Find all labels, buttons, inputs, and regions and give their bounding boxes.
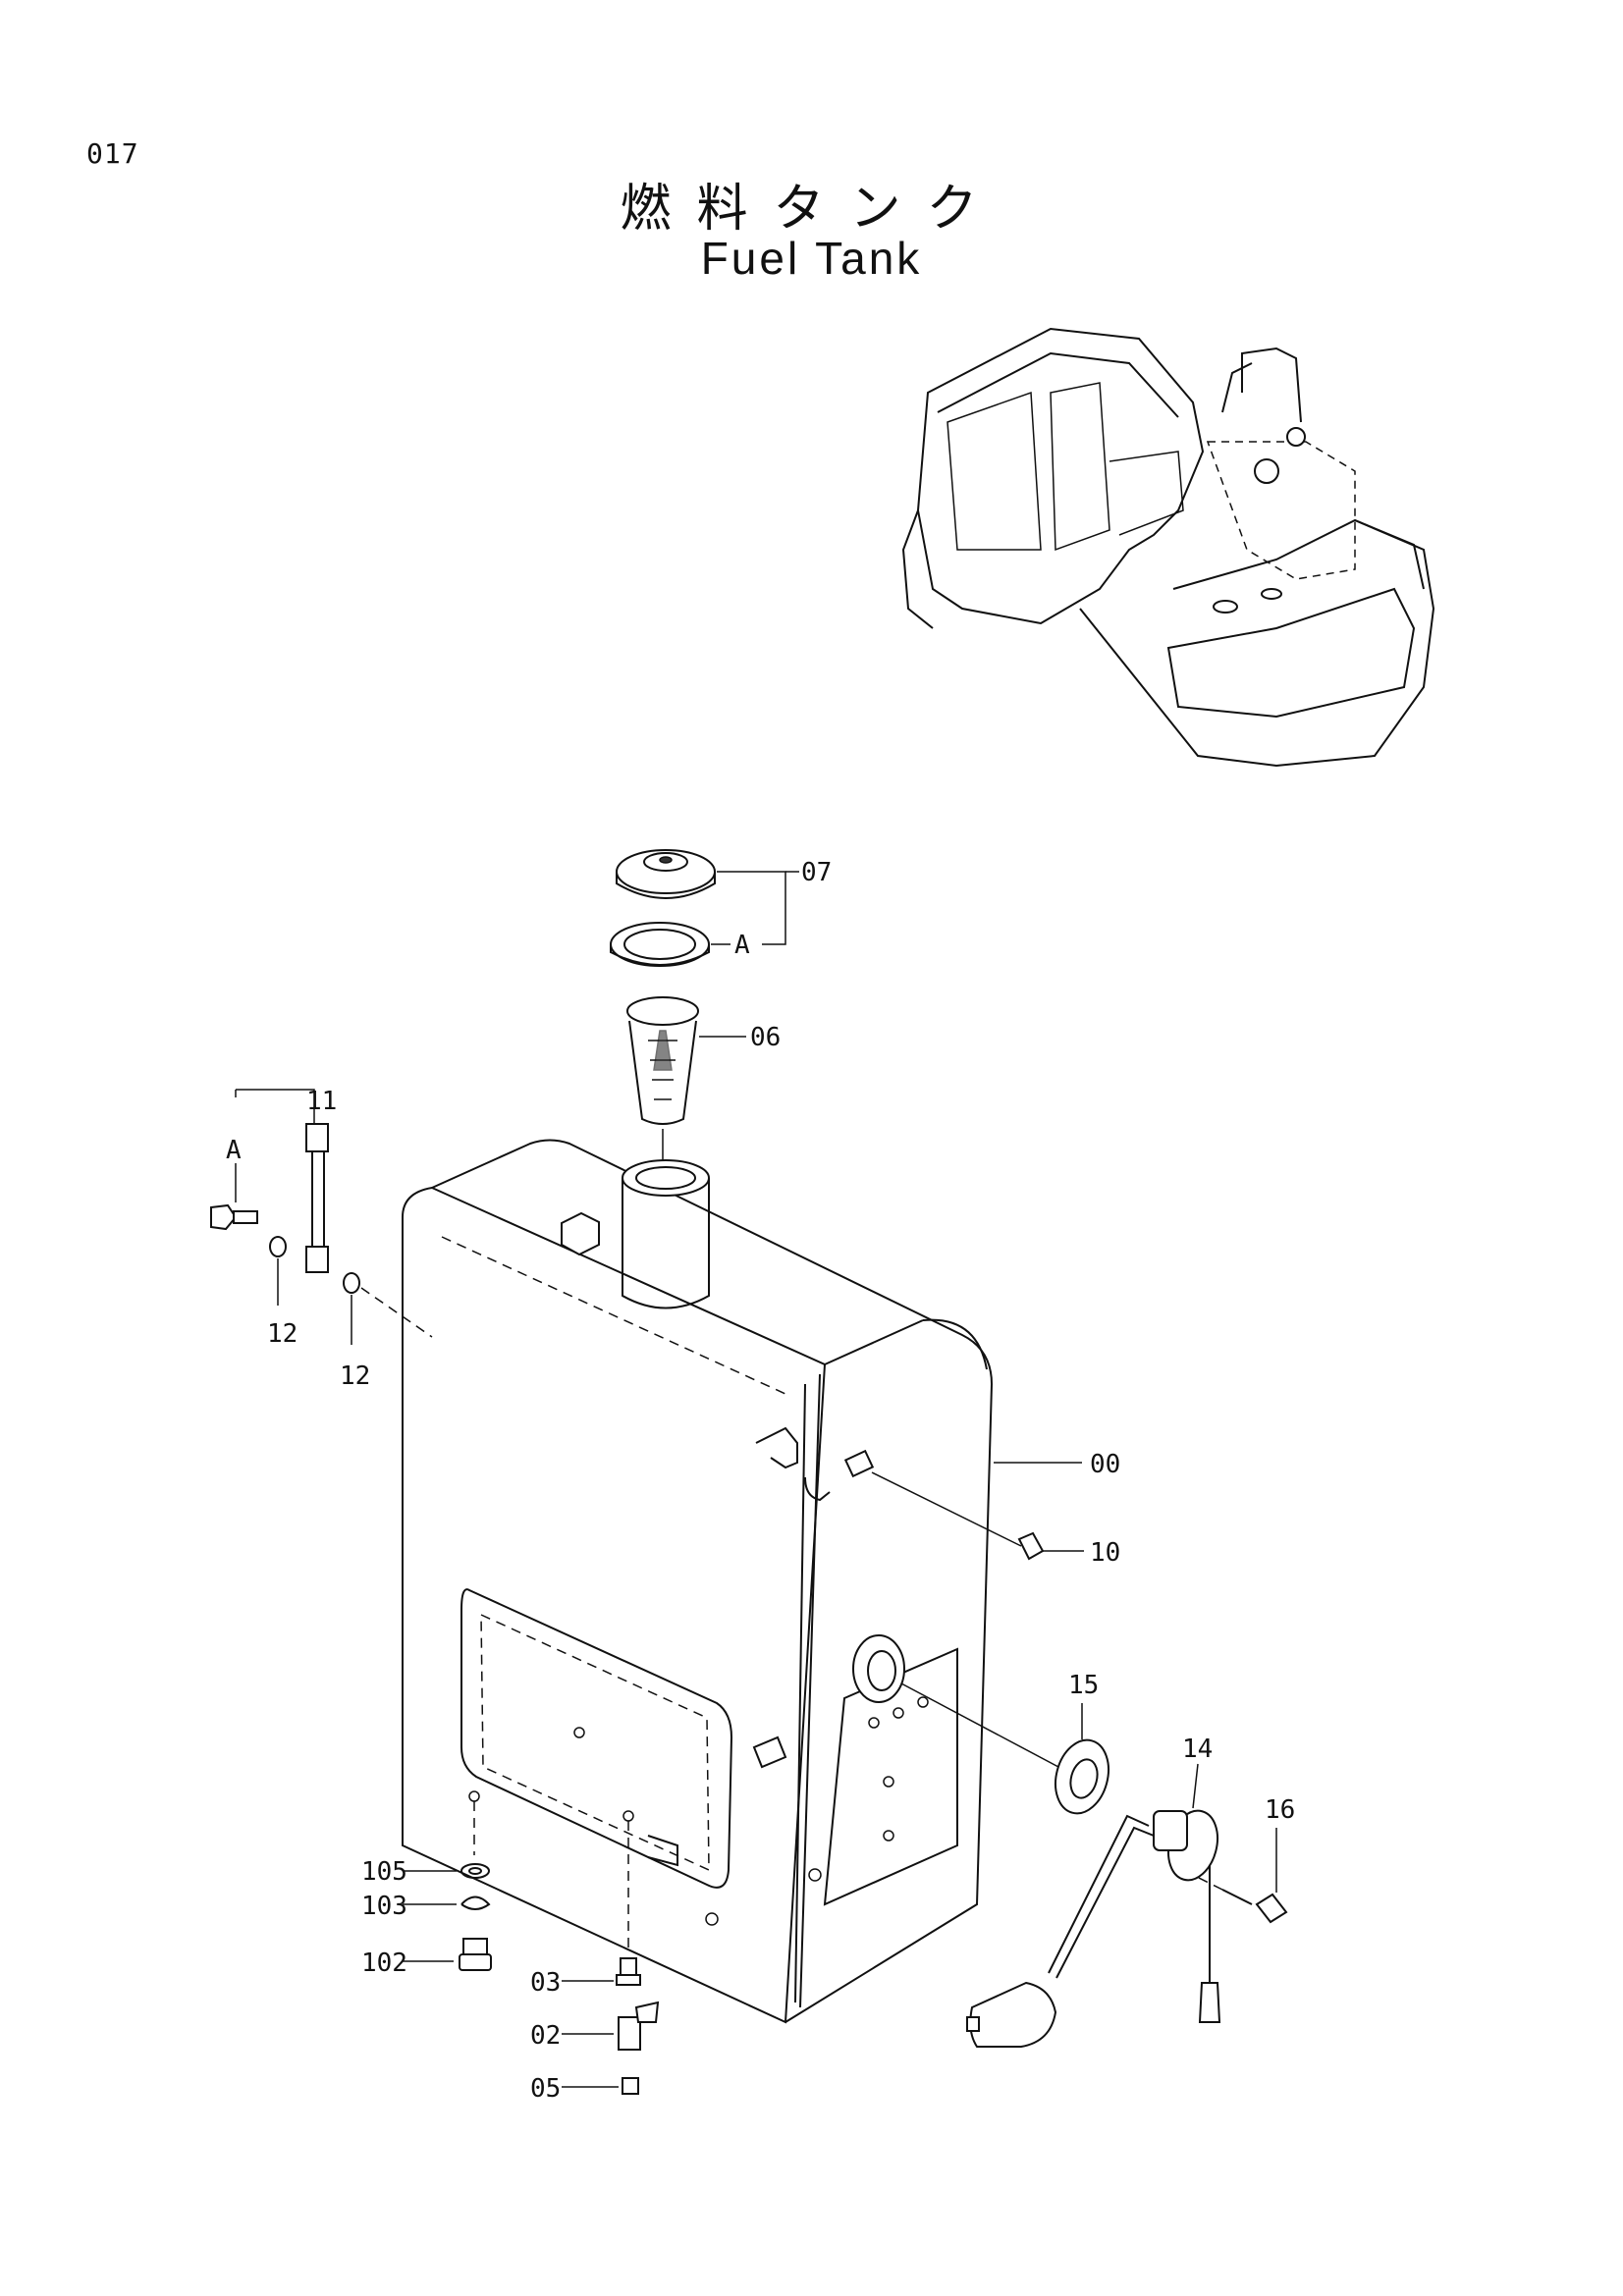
callout-00: 00 [1090, 1450, 1120, 1479]
callout-102: 102 [361, 1949, 407, 1978]
fuel-sender-14 [966, 1763, 1221, 2048]
callout-12a: 12 [267, 1319, 298, 1349]
bolt-16 [1192, 1828, 1288, 1924]
cap-gasket [610, 922, 710, 967]
fuel-tank-body [402, 1139, 1082, 2024]
title-english: Fuel Tank [700, 233, 923, 284]
title-japanese: 燃料タンク [620, 180, 1003, 239]
fuel-strainer [626, 996, 746, 1163]
callout-a-gauge: A [226, 1136, 242, 1165]
callout-11: 11 [306, 1087, 337, 1116]
callout-07: 07 [801, 858, 832, 887]
callout-105: 105 [361, 1857, 407, 1887]
callout-12b: 12 [340, 1362, 370, 1391]
fuel-cap [616, 849, 716, 899]
page-number: 017 [86, 137, 139, 170]
callout-labels: 07 A 06 11 A 12 12 00 10 15 14 16 105 10… [226, 858, 1295, 2104]
callout-a-cap: A [734, 931, 750, 960]
callout-05: 05 [530, 2074, 561, 2104]
excavator-overview [901, 327, 1435, 768]
callout-02: 02 [530, 2021, 561, 2051]
cap-leaders [711, 871, 799, 945]
level-gauge [210, 1089, 433, 1345]
callout-03: 03 [530, 1968, 561, 1998]
callout-15: 15 [1068, 1671, 1099, 1700]
callout-06: 06 [750, 1023, 781, 1052]
callout-10: 10 [1090, 1538, 1120, 1568]
callout-16: 16 [1265, 1795, 1295, 1825]
drain-right [562, 1821, 660, 2095]
plug-10 [1017, 1531, 1084, 1561]
callout-14: 14 [1182, 1735, 1213, 1764]
drain-left [403, 1801, 492, 1971]
callout-103: 103 [361, 1892, 407, 1921]
packing-15 [900, 1682, 1109, 1815]
